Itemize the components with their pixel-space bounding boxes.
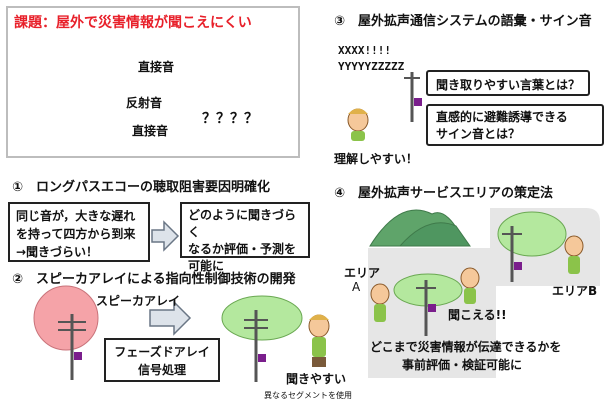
area-a-ellipse [393, 273, 463, 307]
speaker-array-ellipse [33, 285, 99, 351]
panel4-desc-line1: どこまで災害情報が伝達できるかを [370, 340, 562, 354]
pole-area-b [502, 226, 522, 282]
pole-area-a [416, 280, 436, 336]
box-phased-array: フェーズドアレイ 信号処理 [104, 338, 220, 382]
person-area-b [564, 235, 584, 274]
bubble-sign-sound-line1: 直感的に避難誘導できる [436, 110, 568, 124]
bubble-sign-sound: 直感的に避難誘導できる サイン音とは？ [426, 104, 604, 146]
box-echo-problem-line3: →聞きづらい！ [16, 245, 99, 259]
pole-panel2-right [244, 310, 268, 382]
directional-beam-ellipse [221, 295, 303, 341]
label-direct-sound-bottom: 直接音 [132, 124, 169, 138]
mountains-panel4 [369, 209, 471, 247]
area-b-label: エリアB [552, 284, 598, 298]
footnote-segment: 異なるセグメントを使用 [264, 391, 352, 400]
box-evaluation-line3: 可能に [188, 259, 225, 273]
person-panel3 [347, 108, 369, 141]
box-evaluation: どのように聞きづらく なるか評価・予測を 可能に [180, 202, 310, 273]
arrow-panel2 [149, 300, 192, 336]
box-phased-array-line1: フェーズドアレイ [114, 345, 210, 359]
person-area-a [370, 283, 390, 322]
audible-label: 聞こえる!! [448, 308, 507, 322]
arrow-panel1b [151, 220, 180, 252]
area-a-letter: A [352, 280, 361, 294]
person-audible [460, 267, 480, 304]
question-marks: ？？？？ [202, 111, 258, 127]
easy-to-understand: 理解しやすい！ [334, 152, 418, 166]
easy-to-hear-label: 聞きやすい [286, 372, 347, 386]
label-direct-sound-top: 直接音 [138, 60, 175, 74]
area-b-ellipse [497, 211, 567, 257]
sign-text-xxxx: XXXX!!!! [338, 44, 391, 57]
problem-panel [6, 6, 300, 158]
problem-title: 課題：屋外で災害情報が聞こえにくい [14, 15, 252, 31]
bubble-easy-words-text: 聞き取りやすい言葉とは？ [436, 78, 581, 92]
box-phased-array-line2: 信号処理 [137, 363, 186, 377]
speaker-array-label: スピーカアレイ [96, 294, 181, 308]
bubble-sign-sound-line2: サイン音とは？ [436, 127, 521, 141]
pole-panel2-left [58, 314, 86, 380]
person-panel2 [308, 314, 330, 367]
sign-text-yyyy: YYYYYZZZZZ [338, 60, 405, 73]
box-evaluation-line2: なるか評価・予測を [188, 242, 297, 256]
box-echo-problem-line2: を持って四方から到来 [16, 227, 136, 241]
panel3-heading: ③ 屋外拡声通信システムの語彙・サイン音 [334, 14, 592, 29]
bubble-easy-words: 聞き取りやすい言葉とは？ [426, 70, 590, 96]
label-reflected-sound: 反射音 [126, 96, 163, 110]
box-echo-problem-line1: 同じ音が，大きな遅れ [16, 209, 136, 223]
panel4-desc-line2: 事前評価・検証可能に [402, 358, 523, 372]
panel1b-heading: ① ロングパスエコーの聴取阻害要因明確化 [12, 180, 271, 195]
pole-panel3 [404, 72, 422, 122]
panel4-heading: ④ 屋外拡声サービスエリアの策定法 [334, 186, 554, 201]
panel2-heading: ② スピーカアレイによる指向性制御技術の開発 [12, 272, 296, 287]
area-a-label: エリア [344, 266, 381, 280]
box-evaluation-line1: どのように聞きづらく [188, 208, 297, 239]
box-echo-problem: 同じ音が，大きな遅れ を持って四方から到来 →聞きづらい！ [8, 202, 150, 262]
